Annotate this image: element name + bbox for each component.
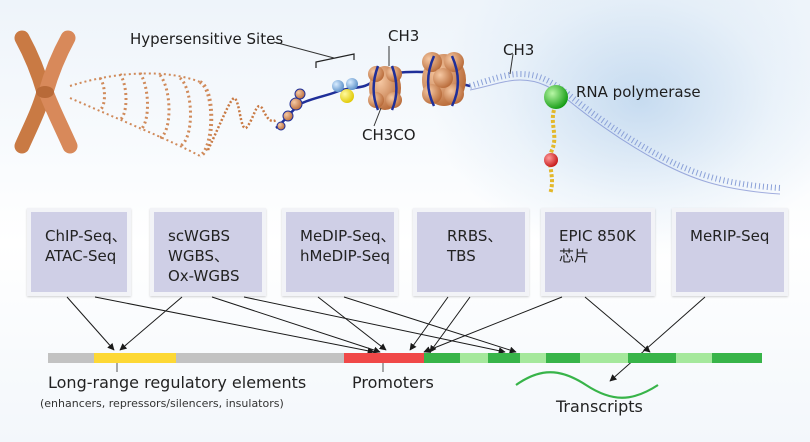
- chromosome-icon: [14, 30, 78, 154]
- transcript-wave-icon: [515, 371, 659, 399]
- genome-segment-intron: [676, 353, 712, 363]
- chromatin-fiber: [69, 72, 277, 158]
- genome-segment-exon: [424, 353, 460, 363]
- arrow-chipseq-promoter: [94, 296, 375, 355]
- method-text: TBS: [447, 247, 476, 265]
- method-text: EPIC 850K: [559, 227, 636, 245]
- method-box-rrbs: RRBS、 TBS: [413, 208, 529, 296]
- histone-icon: [368, 65, 402, 111]
- factor-blue-a: [332, 80, 344, 92]
- genome-segment-background: [48, 353, 94, 363]
- arrow-wgbs-regulatory: [119, 296, 183, 351]
- genome-segment-intron: [520, 353, 546, 363]
- nucleosome-strand: [273, 41, 471, 131]
- method-text: ChIP-Seq、: [45, 227, 127, 245]
- genome-segment-regulatory: [94, 353, 176, 363]
- method-text: RRBS、: [447, 227, 503, 245]
- method-text: 芯片: [559, 247, 590, 265]
- method-text: ATAC-Seq: [45, 247, 117, 265]
- genome-segment-background: [176, 353, 344, 363]
- rna-polymerase-icon: [544, 85, 568, 195]
- arrow-rrbs-exon: [429, 296, 471, 353]
- method-box-wgbs: scWGBS WGBS、 Ox-WGBS: [150, 208, 266, 296]
- arrow-chipseq-regulatory: [66, 296, 115, 351]
- genome-segment-exon: [628, 353, 676, 363]
- hypersensitive-sites-label: Hypersensitive Sites: [130, 30, 284, 48]
- arrow-merip-transcript: [609, 296, 706, 382]
- method-box-merip: MeRIP-Seq: [672, 208, 788, 296]
- chromatin-illustration: [14, 30, 781, 195]
- method-box-chipseq: ChIP-Seq、 ATAC-Seq: [27, 208, 131, 296]
- transcripts-label: Transcripts: [556, 397, 643, 416]
- arrow-wgbs-exon: [243, 296, 506, 355]
- method-box-epic: EPIC 850K 芯片: [541, 208, 655, 296]
- arrow-medip-exon: [343, 296, 517, 354]
- genome-segment-exon: [712, 353, 762, 363]
- arrow-rrbs-promoter: [409, 296, 449, 351]
- genome-segment-exon: [546, 353, 580, 363]
- methyl-label: CH3: [388, 27, 420, 45]
- dna-helix: [469, 53, 781, 195]
- method-text: WGBS、: [168, 247, 230, 265]
- regulatory-elements-sublabel: (enhancers, repressors/silencers, insula…: [40, 397, 284, 410]
- factor-yellow: [340, 89, 354, 103]
- rna-polymerase-label: RNA polymerase: [576, 83, 701, 101]
- histone-icon: [422, 52, 466, 107]
- regulatory-elements-label: Long-range regulatory elements: [48, 373, 307, 392]
- method-box-medip: MeDIP-Seq、 hMeDIP-Seq: [282, 208, 398, 296]
- arrow-medip-promoter: [317, 296, 387, 351]
- arrow-epic-exon: [584, 296, 651, 353]
- genome-segment-intron: [460, 353, 488, 363]
- genome-bar: [48, 353, 762, 363]
- arrow-epic-promoter: [423, 296, 563, 353]
- method-text: MeRIP-Seq: [690, 227, 770, 245]
- method-text: MeDIP-Seq、: [300, 227, 396, 245]
- promoters-label: Promoters: [352, 373, 434, 392]
- method-text: scWGBS: [168, 227, 231, 245]
- arrow-wgbs-promoter: [211, 296, 381, 354]
- genome-segment-intron: [580, 353, 628, 363]
- genome-segment-exon: [488, 353, 520, 363]
- method-text: Ox-WGBS: [168, 267, 240, 285]
- acetyl-label: CH3CO: [362, 126, 416, 144]
- factor-blue-b: [346, 78, 358, 90]
- genome-segment-promoter: [344, 353, 424, 363]
- methyl-label: CH3: [503, 41, 535, 59]
- method-text: hMeDIP-Seq: [300, 247, 391, 265]
